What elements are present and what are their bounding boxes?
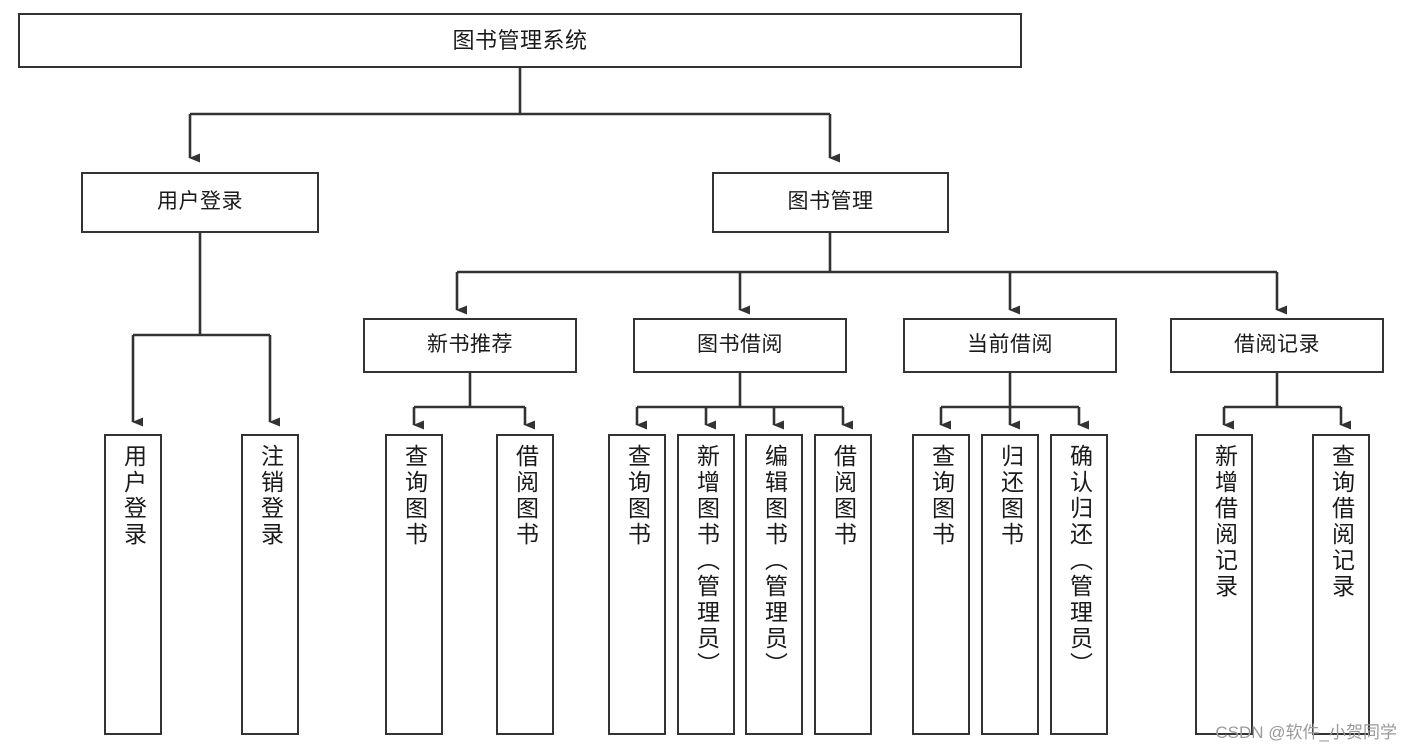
- node-label: 图书管理系统: [452, 27, 588, 53]
- node-label: 查询图书: [624, 444, 651, 548]
- node-label: 用户登录: [120, 444, 147, 548]
- leaf-recommend-query-book[interactable]: 查询图书: [385, 434, 443, 735]
- leaf-borrow-add-book[interactable]: 新增图书（管理员）: [677, 434, 735, 735]
- node-label: 借阅图书: [512, 444, 539, 548]
- node-label: 图书管理: [787, 190, 874, 214]
- leaf-record-query[interactable]: 查询借阅记录: [1312, 434, 1370, 735]
- node-label: 借阅图书: [830, 444, 857, 548]
- leaf-record-add[interactable]: 新增借阅记录: [1195, 434, 1253, 735]
- leaf-current-return-book[interactable]: 归还图书: [981, 434, 1039, 735]
- node-label: 查询借阅记录: [1328, 444, 1355, 600]
- node-label: 新书推荐: [427, 333, 513, 357]
- node-user-login[interactable]: 用户登录: [81, 172, 319, 233]
- leaf-borrow-lend-book[interactable]: 借阅图书: [814, 434, 872, 735]
- node-new-book-recommend[interactable]: 新书推荐: [363, 318, 577, 373]
- node-label: 注销登录: [257, 444, 284, 548]
- leaf-current-query-book[interactable]: 查询图书: [912, 434, 970, 735]
- watermark-text: CSDN @软件_小贺同学: [1215, 723, 1397, 742]
- node-label: 当前借阅: [967, 333, 1053, 357]
- node-label: 确认归还（管理员）: [1066, 444, 1093, 678]
- node-book-management[interactable]: 图书管理: [712, 172, 949, 233]
- node-borrow-record[interactable]: 借阅记录: [1170, 318, 1384, 373]
- node-label: 查询图书: [928, 444, 955, 548]
- node-book-borrow[interactable]: 图书借阅: [633, 318, 847, 373]
- node-label: 用户登录: [157, 190, 243, 214]
- leaf-user-logout[interactable]: 注销登录: [241, 434, 299, 735]
- node-book-management-system[interactable]: 图书管理系统: [18, 13, 1022, 68]
- leaf-borrow-query-book[interactable]: 查询图书: [608, 434, 666, 735]
- leaf-current-confirm-return[interactable]: 确认归还（管理员）: [1050, 434, 1108, 735]
- leaf-borrow-edit-book[interactable]: 编辑图书（管理员）: [745, 434, 803, 735]
- node-label: 查询图书: [401, 444, 428, 548]
- leaf-user-login[interactable]: 用户登录: [104, 434, 162, 735]
- node-label: 借阅记录: [1234, 333, 1320, 357]
- node-label: 新增借阅记录: [1211, 444, 1238, 600]
- node-label: 编辑图书（管理员）: [761, 444, 788, 678]
- node-label: 新增图书（管理员）: [693, 444, 720, 678]
- node-current-borrow[interactable]: 当前借阅: [903, 318, 1117, 373]
- leaf-recommend-borrow-book[interactable]: 借阅图书: [496, 434, 554, 735]
- node-label: 图书借阅: [697, 333, 783, 357]
- node-label: 归还图书: [997, 444, 1024, 548]
